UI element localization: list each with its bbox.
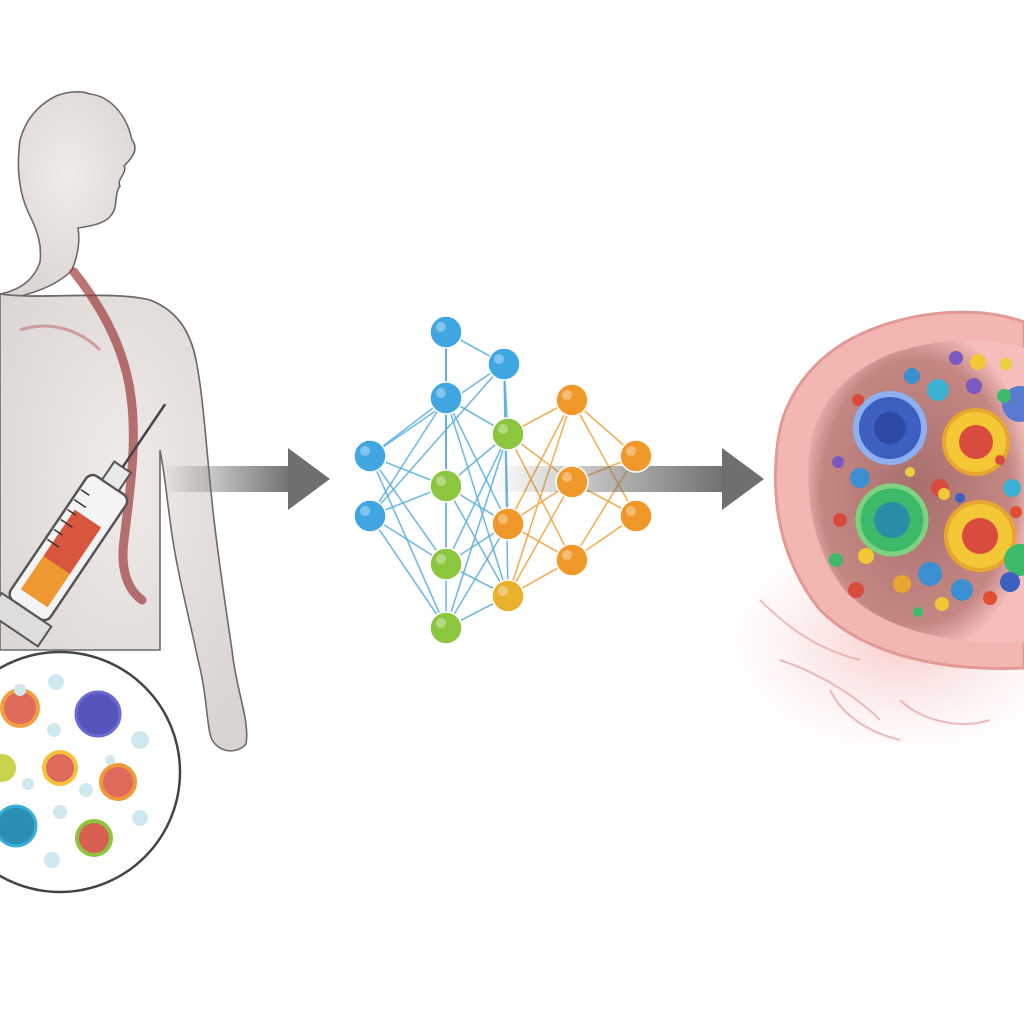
network-node	[429, 611, 463, 645]
network-node-highlight	[562, 550, 572, 560]
network-edge	[445, 397, 509, 597]
network-edge	[571, 399, 637, 517]
network-node	[619, 499, 653, 533]
network-node	[429, 381, 463, 415]
network-node	[619, 439, 653, 473]
human-silhouette-icon	[0, 91, 248, 752]
network-node-highlight	[436, 322, 446, 332]
network-node-highlight	[360, 446, 370, 456]
blood-cells	[0, 674, 149, 868]
network-edge	[369, 455, 447, 565]
network-node-highlight	[494, 354, 504, 364]
network-edge	[507, 399, 573, 525]
network-node-highlight	[436, 554, 446, 564]
network-nodes	[353, 315, 653, 645]
network-node	[491, 579, 525, 613]
network-edge	[369, 363, 505, 517]
network-edge	[369, 397, 447, 517]
network-node-highlight	[436, 618, 446, 628]
network-node-highlight	[626, 446, 636, 456]
network-node-highlight	[436, 476, 446, 486]
network-edge	[445, 523, 509, 629]
network-node-highlight	[562, 390, 572, 400]
network-edge	[507, 399, 573, 597]
network-node	[555, 383, 589, 417]
network-node	[353, 499, 387, 533]
network-node-highlight	[562, 472, 572, 482]
human-body-panel	[0, 91, 248, 894]
network-edge	[369, 455, 447, 629]
network-edge	[445, 485, 509, 597]
network-node	[487, 347, 521, 381]
network-node-highlight	[498, 424, 508, 434]
network-edge	[507, 481, 573, 597]
network-node	[555, 465, 589, 499]
tumor-cell-cluster-icon	[773, 310, 1024, 670]
network-node	[429, 469, 463, 503]
network-node	[491, 507, 525, 541]
neural-network-icon	[353, 315, 764, 645]
network-node-highlight	[360, 506, 370, 516]
network-node-highlight	[498, 586, 508, 596]
network-node	[429, 315, 463, 349]
network-edge	[369, 515, 447, 629]
network-node-highlight	[436, 388, 446, 398]
network-node	[491, 417, 525, 451]
syringe-icon	[0, 403, 167, 648]
blood-vessel-icon	[19, 267, 147, 605]
network-node-highlight	[626, 506, 636, 516]
network-node	[555, 543, 589, 577]
arrow-2	[490, 448, 764, 510]
network-edge	[445, 433, 509, 565]
tissue-veins	[759, 599, 991, 741]
arrow-1	[160, 448, 330, 510]
network-node	[429, 547, 463, 581]
tumor-cells	[829, 351, 1024, 617]
network-node-highlight	[498, 514, 508, 524]
cell-sample-magnifier-icon	[0, 650, 182, 894]
tumor-tissue-panel	[720, 310, 1024, 760]
network-node	[353, 439, 387, 473]
